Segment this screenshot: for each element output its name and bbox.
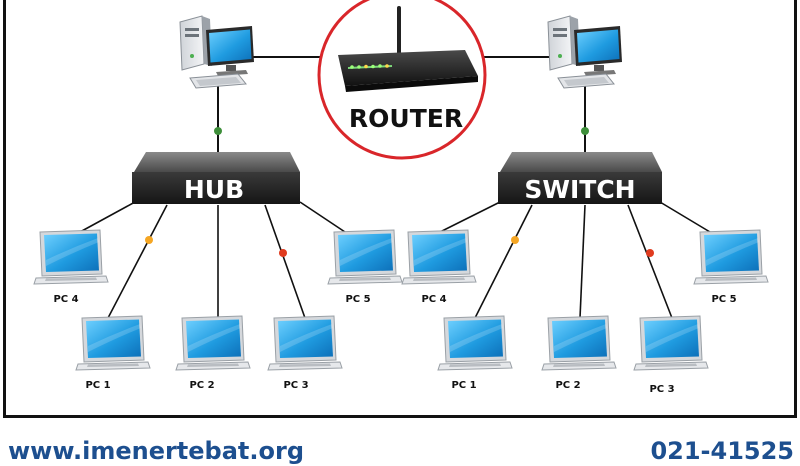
- pc-label: PC 5: [711, 294, 736, 305]
- router-node: ROUTER: [317, 0, 487, 160]
- link-hub-pc4: [79, 201, 136, 233]
- hub-label: HUB: [184, 175, 244, 204]
- pc-label: PC 3: [649, 384, 674, 395]
- status-dot-red: [279, 249, 287, 257]
- network-switch-icon: SWITCH: [498, 152, 662, 204]
- router-label: ROUTER: [349, 104, 463, 133]
- footer-website-link[interactable]: www.imenertebat.org: [8, 437, 305, 465]
- laptop-icon: [437, 315, 513, 371]
- status-dot-green: [214, 127, 222, 135]
- link-hub-pc3: [264, 204, 306, 319]
- status-dot-red: [646, 249, 654, 257]
- pc-label: PC 5: [345, 294, 370, 305]
- status-dot-orange: [511, 236, 519, 244]
- laptop-icon: [75, 315, 151, 371]
- status-dot-orange: [145, 236, 153, 244]
- link-switch-pc4: [439, 201, 501, 233]
- footer-phone-number: 021-41525: [650, 437, 794, 465]
- laptop-icon: [401, 229, 477, 285]
- switch-label: SWITCH: [524, 175, 635, 204]
- laptop-icon: [175, 315, 251, 371]
- server-computer-icon: [179, 15, 255, 89]
- pc-label: PC 1: [451, 380, 476, 391]
- diagram-frame: [3, 0, 797, 418]
- link-hub-pc1: [107, 204, 168, 319]
- pc-label: PC 2: [189, 380, 214, 391]
- pc-label: PC 4: [53, 294, 78, 305]
- status-dot-green: [581, 127, 589, 135]
- laptop-icon: [693, 229, 769, 285]
- network-links: [79, 56, 711, 319]
- link-switch-pc3: [627, 204, 673, 319]
- laptop-icon: [327, 229, 403, 285]
- laptop-icon: [33, 229, 109, 285]
- router-icon: [338, 6, 478, 92]
- network-hub-icon: HUB: [132, 152, 300, 204]
- link-status-dots: [145, 127, 654, 257]
- link-switch-pc1: [474, 204, 533, 319]
- server-computer-icon: [547, 15, 623, 89]
- pc-label: PC 3: [283, 380, 308, 391]
- pc-label: PC 4: [421, 294, 446, 305]
- laptop-icon: [267, 315, 343, 371]
- network-diagram: ROUTER HUB SWITCH PC 4 PC 1 PC 2 PC 3 PC…: [33, 0, 769, 395]
- laptop-icon: [633, 315, 709, 371]
- link-hub-pc5: [299, 201, 346, 233]
- laptop-icon: [541, 315, 617, 371]
- pc-label: PC 2: [555, 380, 580, 391]
- link-switch-pc2: [579, 204, 586, 319]
- link-switch-pc5: [659, 201, 711, 233]
- pc-label: PC 1: [85, 380, 110, 391]
